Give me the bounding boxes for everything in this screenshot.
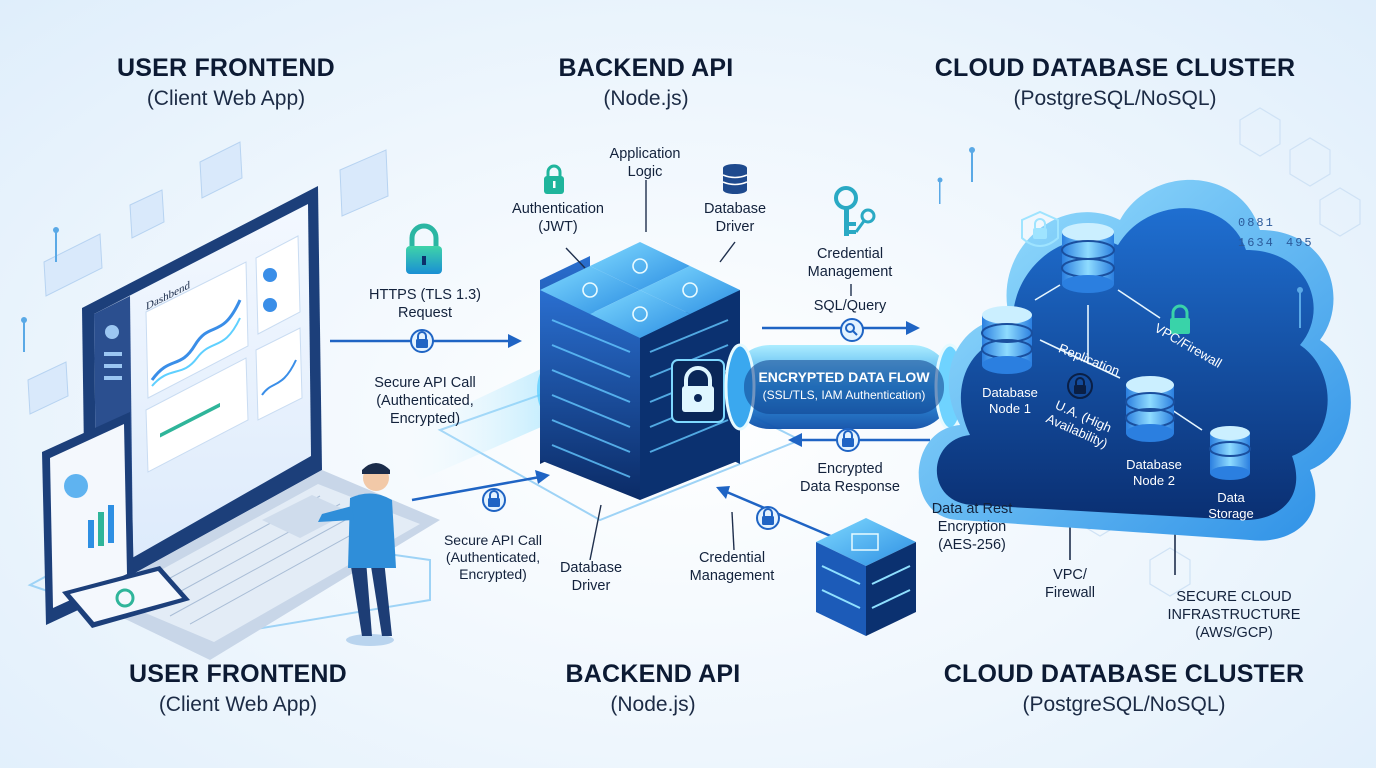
credential-vault-server (816, 518, 916, 636)
phone (62, 566, 190, 628)
heading-backend-bottom: BACKEND API (Node.js) (543, 660, 763, 717)
https-lock (406, 223, 442, 274)
heading-subtitle: (PostgreSQL/NoSQL) (1022, 693, 1226, 716)
heading-subtitle: (Node.js) (603, 87, 689, 110)
person (318, 463, 396, 646)
heading-title: USER FRONTEND (117, 54, 335, 82)
heading-subtitle: (PostgreSQL/NoSQL) (1013, 87, 1217, 110)
heading-backend-top: BACKEND API (Node.js) (536, 54, 756, 111)
heading-title: CLOUD DATABASE CLUSTER (943, 660, 1305, 688)
heading-cloud-bottom: CLOUD DATABASE CLUSTER (PostgreSQL/NoSQL… (924, 660, 1324, 717)
floating-cards (27, 141, 389, 415)
heading-subtitle: (Client Web App) (158, 693, 318, 716)
lock-icons-frontend (410, 329, 506, 512)
digits-1: 0881 (1238, 216, 1275, 230)
label-https-request: HTTPS (TLS 1.3)Request (369, 287, 481, 321)
cloud-db-cylinders (981, 223, 1251, 480)
digits-3: 495 (1286, 236, 1314, 250)
label-vpc-firewall-bottom: VPC/Firewall (1045, 567, 1095, 601)
db-driver-icon (722, 164, 748, 194)
heading-title: BACKEND API (565, 660, 741, 688)
heading-subtitle: (Node.js) (610, 693, 696, 716)
label-authentication: Authentication(JWT) (512, 201, 604, 235)
heading-subtitle: (Client Web App) (146, 87, 306, 110)
heading-frontend-top: USER FRONTEND (Client Web App) (96, 54, 356, 111)
heading-title: BACKEND API (558, 54, 734, 82)
heading-frontend-bottom: USER FRONTEND (Client Web App) (108, 660, 368, 717)
credential-key-icons (834, 186, 876, 236)
label-sql-query: SQL/Query (813, 298, 887, 314)
heading-title: USER FRONTEND (129, 660, 347, 688)
backend-servers (540, 242, 740, 500)
cloud-lock-icons (1021, 210, 1190, 399)
label-encrypted-data-flow: ENCRYPTED DATA FLOW (SSL/TLS, IAM Authen… (758, 369, 930, 402)
digits-2: 1634 (1238, 236, 1275, 250)
heading-cloud-top: CLOUD DATABASE CLUSTER (PostgreSQL/NoSQL… (915, 54, 1315, 111)
label-secure-api-call-bottom: Secure API Call(Authenticated,Encrypted) (443, 532, 543, 582)
label-secure-api-call-top: Secure API Call(Authenticated,Encrypted) (374, 375, 476, 427)
tablet (42, 412, 134, 625)
heading-title: CLOUD DATABASE CLUSTER (934, 54, 1296, 82)
auth-lock-icon (544, 164, 564, 194)
cloud-arrows (1034, 284, 1203, 431)
